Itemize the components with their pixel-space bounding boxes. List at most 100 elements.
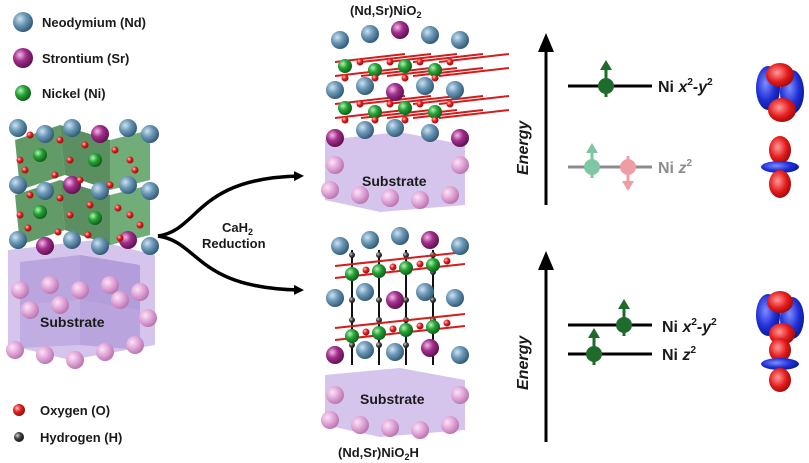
nd-atom — [326, 289, 344, 307]
ni-atom — [345, 267, 359, 281]
legend-nd-label: Neodymium (Nd) — [42, 15, 146, 30]
top-level-z2-label: Ni z2 — [658, 158, 692, 177]
top-energy-axis-head — [538, 33, 554, 52]
nd-atom — [421, 124, 439, 142]
bottom-substrate-label: Substrate — [360, 391, 425, 407]
o-atom — [443, 257, 451, 265]
h-atom — [349, 342, 355, 348]
bond — [412, 53, 484, 63]
substrate-atom — [351, 416, 369, 434]
o-atom — [446, 100, 454, 108]
sr-atom — [326, 346, 344, 364]
nd-atom — [141, 125, 159, 143]
substrate-atom — [139, 309, 157, 327]
left-structure: Substrate — [6, 119, 159, 369]
bottom-structure: Substrate (Nd,Sr)NiO2H — [321, 227, 469, 462]
nd-atom — [386, 343, 404, 361]
nd-atom — [141, 182, 159, 200]
sr-atom — [386, 291, 404, 309]
o-atom — [416, 100, 424, 108]
o-atom — [26, 191, 34, 199]
h-atom — [349, 252, 355, 258]
substrate-atom — [326, 386, 344, 404]
substrate-atom — [326, 156, 344, 174]
legend-h-label: Hydrogen (H) — [40, 430, 122, 445]
nd-atom — [446, 81, 464, 99]
bond — [334, 251, 466, 267]
top-energy-label: Energy — [515, 120, 532, 175]
nd-atom — [63, 231, 81, 249]
ni-atom — [33, 205, 47, 219]
substrate-atom — [411, 191, 429, 209]
nd-atom — [416, 77, 434, 95]
o-atom — [16, 211, 24, 219]
sr-atom — [386, 83, 404, 101]
bond — [386, 95, 458, 105]
substrate-atom — [451, 156, 469, 174]
substrate-atom — [411, 421, 429, 439]
o-atom — [56, 194, 64, 202]
bond — [412, 95, 484, 105]
legend-sr: Strontium (Sr) — [13, 48, 129, 68]
nd-atom — [63, 119, 81, 137]
o-atom — [386, 100, 394, 108]
ni-atom — [368, 105, 382, 119]
ni-atom — [426, 320, 440, 334]
bottom-energy-diagram: Energy Ni x2-y2 Ni z2 — [515, 251, 804, 442]
legend: Neodymium (Nd) Strontium (Sr) Nickel (Ni… — [13, 12, 146, 445]
h-atom — [376, 252, 382, 258]
arrow-to-bottom — [157, 234, 304, 295]
top-atoms — [321, 21, 510, 209]
sr-atom — [36, 237, 54, 255]
nd-atom — [356, 341, 374, 359]
h-atom — [403, 297, 409, 303]
h-atom — [430, 297, 436, 303]
o-atom — [446, 58, 454, 66]
substrate-atom — [111, 291, 129, 309]
nd-atom — [36, 125, 54, 143]
o-atom — [114, 204, 122, 212]
substrate-atom — [21, 301, 39, 319]
substrate-atom — [441, 186, 459, 204]
ni-atom — [399, 261, 413, 275]
ni-atom — [338, 101, 352, 115]
legend-ni: Nickel (Ni) — [15, 85, 106, 101]
bottom-level-z2-label: Ni z2 — [662, 345, 696, 364]
substrate-atom — [101, 276, 119, 294]
o-atom — [401, 116, 409, 124]
top-z2-orbital-icon — [761, 136, 799, 198]
sr-atom — [421, 231, 439, 249]
o-atom — [56, 136, 64, 144]
legend-sr-label: Strontium (Sr) — [42, 51, 129, 66]
o-atom — [111, 146, 119, 154]
nd-atom — [356, 77, 374, 95]
o-atom — [81, 141, 89, 149]
substrate-atom — [66, 351, 84, 369]
o-atom — [26, 131, 34, 139]
nd-atom — [119, 176, 137, 194]
top-energy-diagram: Energy Ni x2-y2 Ni z2 — [515, 33, 804, 205]
substrate-atom — [451, 386, 469, 404]
bond — [412, 109, 484, 119]
bond — [334, 313, 466, 329]
reaction-arrows: CaH2 Reduction — [157, 171, 304, 295]
nd-atom — [361, 231, 379, 249]
nd-atom — [9, 119, 27, 137]
nd-atom — [9, 176, 27, 194]
bottom-level-x2y2-label: Ni x2-y2 — [662, 317, 717, 336]
ni-atom — [398, 101, 412, 115]
ni-atom — [338, 59, 352, 73]
bottom-energy-axis-head — [538, 251, 554, 270]
o-atom — [76, 176, 84, 184]
substrate-atom — [441, 416, 459, 434]
nd-atom — [36, 182, 54, 200]
nd-atom — [141, 237, 159, 255]
ni-atom — [372, 326, 386, 340]
reaction-action: Reduction — [202, 236, 266, 251]
ni-atom — [398, 59, 412, 73]
legend-o-label: Oxygen (O) — [40, 403, 110, 418]
o-atom — [126, 156, 134, 164]
o-atom — [136, 221, 144, 229]
